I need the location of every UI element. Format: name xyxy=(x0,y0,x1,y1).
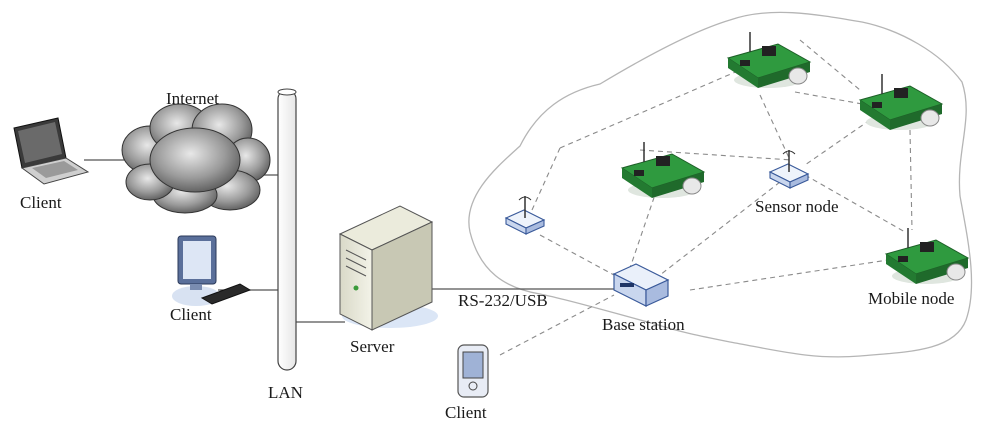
sensor-node-icon xyxy=(768,150,810,189)
base-station-icon xyxy=(612,263,670,307)
client-pda-label: Client xyxy=(445,403,487,422)
sensor-node-label: Sensor node xyxy=(755,197,839,216)
mobile-node-icon xyxy=(726,32,812,88)
client-laptop-label: Client xyxy=(20,193,62,212)
link-label: RS-232/USB xyxy=(458,291,548,310)
client-desktop-label: Client xyxy=(170,305,212,324)
wireless-field-outline xyxy=(468,11,973,358)
server-label: Server xyxy=(350,337,395,356)
laptop-icon xyxy=(13,117,90,185)
mobile-node-icon xyxy=(620,142,706,198)
internet-label: Internet xyxy=(166,89,219,108)
mobile-node-label: Mobile node xyxy=(868,289,955,308)
server-icon xyxy=(338,205,438,331)
desktop-computer-icon xyxy=(172,235,252,306)
cloud-icon xyxy=(121,103,271,214)
wireless-links xyxy=(499,39,913,356)
mobile-node-icon xyxy=(884,228,970,284)
lan-label: LAN xyxy=(268,383,303,402)
mobile-node-icon xyxy=(858,74,944,130)
base-station-label: Base station xyxy=(602,315,685,334)
sensor-node-icon xyxy=(504,196,546,235)
lan-bus xyxy=(277,88,297,371)
pda-icon xyxy=(457,344,489,398)
